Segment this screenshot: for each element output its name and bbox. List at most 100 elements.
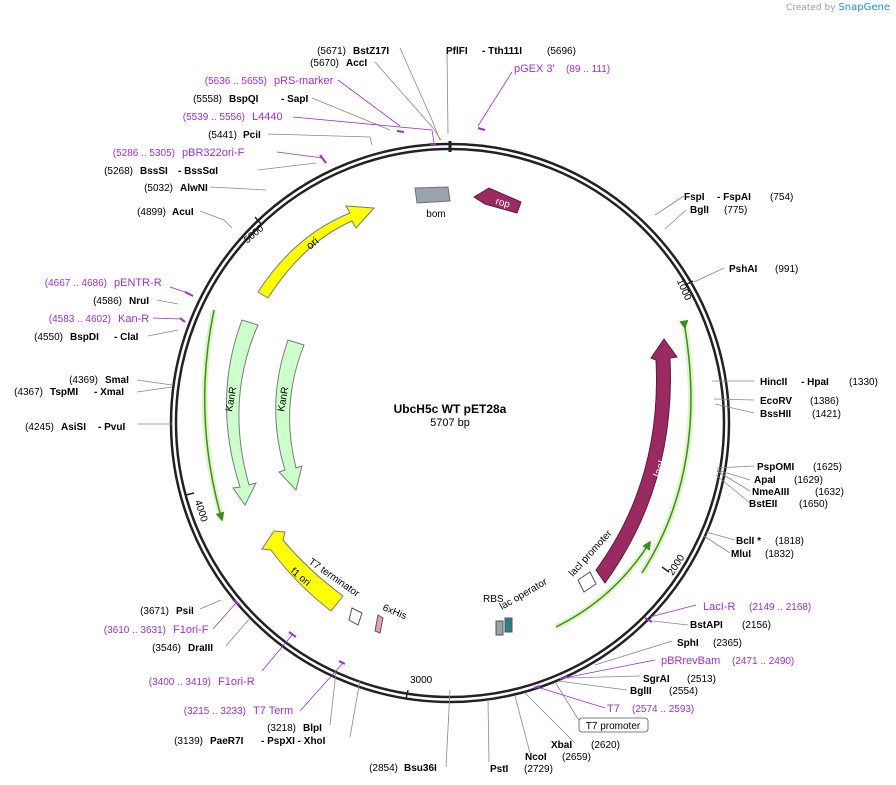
kanr-1-label: KanR	[224, 386, 239, 413]
scale-ticks	[185, 216, 694, 700]
enzyme-alt: - ClaI	[114, 332, 139, 343]
enzyme-pos: (5671)	[317, 46, 346, 57]
credit-brand: SnapGene	[838, 2, 890, 13]
enzyme-pos: (1832)	[765, 549, 794, 560]
primer-name: pGEX 3'	[514, 63, 555, 75]
enzyme-leaders	[136, 47, 755, 768]
feature-rop[interactable]: rop	[473, 187, 522, 214]
enzyme-pos: (2854)	[369, 763, 398, 774]
left-primer-labels: (5636 .. 5655) pRS-marker (5539 .. 5556)…	[45, 75, 334, 717]
enzyme-name: PspOMI	[757, 462, 794, 473]
enzyme-name: SgrAI	[643, 674, 670, 685]
primer-pos: (2574 .. 2593)	[632, 704, 694, 715]
feature-kanr-2[interactable]: KanR	[275, 339, 305, 492]
enzyme-pos: (2513)	[687, 674, 716, 685]
feature-lac-operator[interactable]: lac operator	[498, 576, 550, 633]
enzyme-pos: (2729)	[524, 764, 553, 775]
enzyme-pos: (5558)	[193, 94, 222, 105]
rbs-label: RBS	[483, 594, 504, 605]
primer-pos: (5539 .. 5556)	[183, 112, 245, 123]
enzyme-name: BssHII	[760, 409, 791, 420]
enzyme-name: SmaI	[105, 375, 129, 386]
enzyme-alt: - SapI	[281, 94, 308, 105]
lac-operator-label: lac operator	[498, 576, 550, 612]
laci-label: lacI	[652, 459, 669, 479]
right-enzyme-labels: FspI - FspAI (754) BglI (775) PshAI (991…	[490, 192, 878, 775]
enzyme-name: TspMI	[50, 387, 78, 398]
primer-name: pENTR-R	[114, 277, 162, 289]
feature-kanr-1[interactable]: KanR	[224, 319, 259, 506]
primer-pos: (5636 .. 5655)	[205, 76, 267, 87]
enzyme-pos: (775)	[724, 205, 747, 216]
enzyme-pos: (991)	[775, 264, 798, 275]
enzyme-pos: (4550)	[34, 332, 63, 343]
enzyme-pos: (5696)	[547, 46, 576, 57]
primer-name: L4440	[252, 111, 283, 123]
primer-name: LacI-R	[703, 601, 735, 613]
enzyme-pos: (5032)	[144, 183, 173, 194]
enzyme-name: AsiSI	[61, 422, 86, 433]
enzyme-alt: - FspAI	[717, 192, 751, 203]
feature-bom[interactable]: bom	[414, 186, 451, 220]
primer-pos: (3610 .. 3631)	[104, 625, 166, 636]
enzyme-alt: - XmaI	[94, 387, 124, 398]
enzyme-pos: (4899)	[137, 207, 166, 218]
left-enzyme-labels: (5671) BstZ17I (5670) AccI (5558) BspQI …	[14, 46, 437, 774]
bom-label: bom	[426, 209, 445, 220]
tick-label-5000: 5000	[242, 223, 266, 246]
enzyme-alt: - Tth111I	[482, 46, 522, 57]
enzyme-pos: (2659)	[562, 752, 591, 763]
primer-pos: (3215 .. 3233)	[184, 706, 246, 717]
enzyme-name: BssSI	[140, 166, 168, 177]
primer-name: pRS-marker	[274, 75, 334, 87]
enzyme-pos: (3546)	[152, 643, 181, 654]
enzyme-alt: - PspXI - XhoI	[261, 736, 326, 747]
enzyme-pos: (2365)	[713, 638, 742, 649]
enzyme-alt: - PvuI	[98, 422, 125, 433]
enzyme-name: HincII	[760, 377, 787, 388]
primer-pos: (2471 .. 2490)	[732, 656, 794, 667]
enzyme-name: BstZ17I	[353, 46, 389, 57]
enzyme-name: ApaI	[754, 475, 776, 486]
enzyme-name: PsiI	[176, 606, 194, 617]
feature-rbs[interactable]: RBS	[483, 594, 504, 636]
primer-name: pBR322ori-F	[182, 147, 245, 159]
feature-laci[interactable]: lacI	[595, 338, 678, 584]
enzyme-pos: (5268)	[104, 166, 133, 177]
top-enzyme-labels: PflFI - Tth111I (5696)	[446, 46, 576, 57]
enzyme-name: PflFI	[446, 46, 468, 57]
enzyme-name: AlwNI	[180, 183, 208, 194]
enzyme-name: FspI	[684, 192, 705, 203]
feature-ori[interactable]: ori	[257, 205, 376, 299]
enzyme-name: AcuI	[172, 207, 194, 218]
enzyme-name: BglII	[630, 686, 652, 697]
primer-name: pBRrevBam	[661, 655, 720, 667]
enzyme-pos: (5441)	[208, 130, 237, 141]
t7-promoter-label: T7 promoter	[586, 721, 641, 732]
primer-name: Kan-R	[118, 313, 149, 325]
enzyme-pos: (1650)	[799, 499, 828, 510]
enzyme-name: BspQI	[229, 94, 259, 105]
enzyme-pos: (5670)	[310, 58, 339, 69]
enzyme-name: PstI	[490, 764, 509, 775]
primer-pos: (89 .. 111)	[566, 64, 610, 75]
plasmid-name: UbcH5c WT pET28a	[394, 402, 507, 416]
enzyme-name: NmeAIII	[752, 487, 789, 498]
enzyme-name: EcoRV	[760, 396, 792, 407]
enzyme-pos: (3139)	[174, 736, 203, 747]
enzyme-name: PshAI	[729, 264, 758, 275]
tick-label-3000: 3000	[410, 675, 433, 686]
enzyme-name: Bsu36I	[404, 763, 437, 774]
enzyme-pos: (1629)	[794, 475, 823, 486]
top-primer-label: pGEX 3' (89 .. 111)	[514, 63, 610, 75]
feature-6xhis[interactable]: 6xHis	[374, 603, 408, 634]
primer-arrows	[201, 309, 694, 630]
enzyme-pos: (4369)	[69, 375, 98, 386]
enzyme-name: DraIII	[188, 643, 213, 654]
primer-pos: (3400 .. 3419)	[149, 677, 211, 688]
primer-name: T7 Term	[253, 705, 293, 717]
t7-promoter-callout[interactable]: T7 promoter	[578, 717, 649, 733]
enzyme-name: BstEII	[749, 499, 778, 510]
primer-pos: (4667 .. 4686)	[45, 278, 107, 289]
